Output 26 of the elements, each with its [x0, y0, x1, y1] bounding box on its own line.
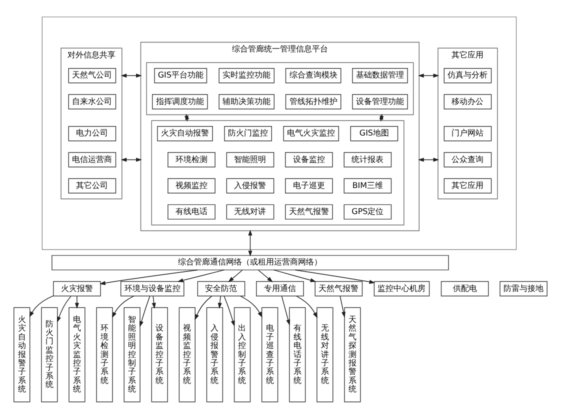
arrow	[140, 296, 150, 328]
arrow	[120, 158, 142, 162]
arrow	[273, 270, 316, 282]
arrow	[248, 230, 252, 256]
arrow	[100, 270, 198, 286]
arrow	[120, 74, 142, 78]
cluster	[151, 120, 404, 226]
arrow	[228, 270, 243, 282]
arrow	[194, 296, 212, 320]
cluster	[42, 16, 517, 250]
arrow	[340, 296, 346, 318]
arrow	[224, 296, 235, 326]
arrow	[240, 296, 262, 318]
arrow	[112, 296, 134, 318]
arrow	[74, 296, 79, 309]
arrow	[294, 270, 376, 284]
arrow	[29, 295, 54, 318]
arrow	[281, 296, 290, 326]
arrow	[177, 270, 225, 282]
cluster	[146, 62, 414, 116]
arrow	[418, 158, 440, 162]
arrow	[57, 296, 72, 323]
arrow	[418, 74, 440, 78]
arrow	[218, 296, 222, 309]
arrow	[296, 296, 318, 318]
arrow	[258, 270, 273, 282]
